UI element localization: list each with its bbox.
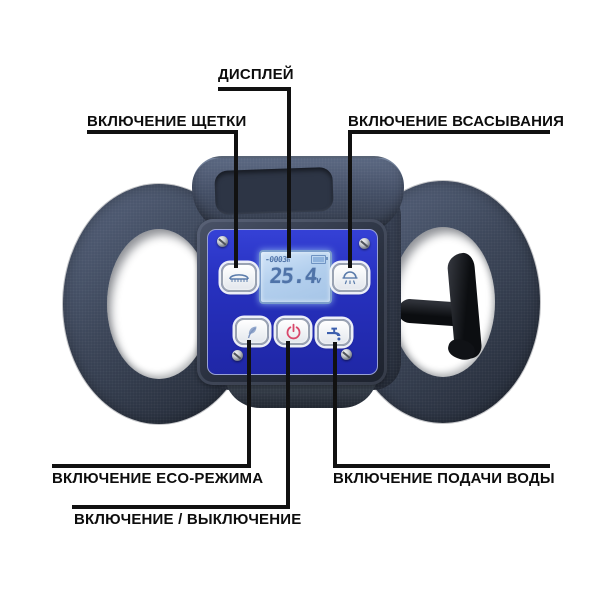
brush-callout-line: [87, 130, 238, 134]
water-tap-icon: [327, 327, 341, 341]
suction-callout-line: [348, 130, 352, 268]
power-icon: [286, 323, 300, 340]
eco-callout-line: [247, 340, 251, 468]
display-callout-line: [218, 87, 291, 91]
screw-icon: [217, 236, 228, 247]
water-callout-line: [333, 342, 337, 468]
screw-icon: [232, 350, 243, 361]
water-label: ВКЛЮЧЕНИЕ ПОДАЧИ ВОДЫ: [333, 470, 555, 487]
brush-callout-line: [234, 130, 238, 268]
suction-icon: [342, 271, 358, 285]
top-recess-detail: [214, 166, 334, 216]
power-callout-line: [286, 341, 290, 509]
eco-label: ВКЛЮЧЕНИЕ ECO-РЕЖИМА: [52, 470, 264, 487]
suction-button: [332, 263, 368, 292]
display-label: ДИСПЛЕЙ: [218, 66, 294, 83]
water-callout-line: [333, 464, 550, 468]
screw-icon: [359, 238, 370, 249]
suction-callout-line: [348, 130, 550, 134]
eco-icon: [247, 326, 257, 338]
suction-label: ВКЛЮЧЕНИЕ ВСАСЫВАНИЯ: [348, 113, 565, 130]
screw-icon: [341, 349, 352, 360]
left-handle-hole: [107, 229, 211, 379]
eco-callout-line: [52, 464, 251, 468]
display-callout-line: [287, 87, 291, 258]
power-label: ВКЛЮЧЕНИЕ / ВЫКЛЮЧЕНИЕ: [74, 511, 302, 528]
brush-label: ВКЛЮЧЕНИЕ ЩЕТКИ: [87, 113, 247, 130]
power-button: [276, 318, 310, 345]
power-callout-line: [72, 505, 290, 509]
brush-icon: [229, 274, 249, 282]
lcd-display: -0003h 25.4v: [259, 250, 332, 304]
eco-mode-button: [235, 318, 269, 345]
voltage-readout: 25.4v: [268, 264, 322, 288]
brush-button: [221, 263, 257, 292]
battery-icon: [311, 255, 328, 264]
